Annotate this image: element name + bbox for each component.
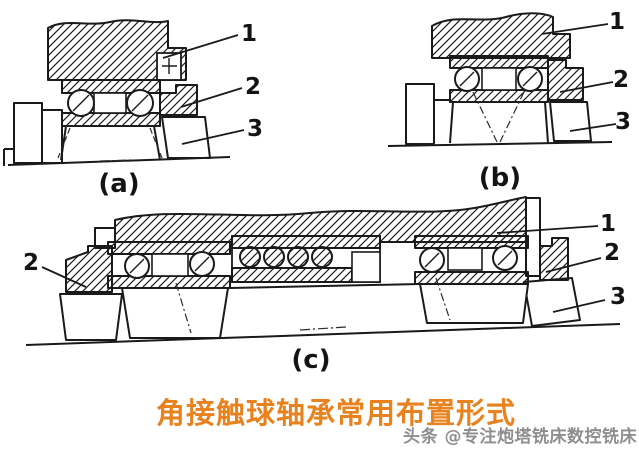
fig-c-centerlines	[175, 277, 451, 334]
fig-c-spring-4	[311, 246, 333, 268]
fig-b-label: (b)	[479, 163, 521, 193]
fig-c-callout-3: 3	[610, 284, 626, 310]
fig-c-right-bearing-pair	[414, 235, 529, 285]
figure-a-drawing: 1 2 3 (a)	[3, 19, 263, 199]
fig-b-centerlines	[472, 91, 525, 143]
fig-b-left-support	[405, 83, 435, 145]
fig-c-label: (c)	[291, 345, 330, 375]
figure-b-drawing: 1 2 3 (b)	[387, 9, 631, 193]
watermark-text: 头条 @专注炮塔铣床数控铣床	[403, 427, 637, 447]
fig-a-left-support	[13, 102, 63, 164]
fig-b-shaft	[387, 99, 613, 147]
fig-c-callout-1: 1	[600, 211, 616, 237]
fig-a-callout-3: 3	[247, 116, 263, 142]
fig-a-locknut	[159, 84, 198, 116]
fig-c-left-locknut	[59, 245, 123, 341]
figure-c-drawing: 2 1 2 3 (c)	[23, 196, 626, 375]
fig-a-label: (a)	[98, 169, 139, 199]
fig-c-spring-2	[263, 246, 285, 268]
fig-a-housing	[47, 19, 187, 81]
fig-a-callout-2: 2	[245, 74, 261, 100]
fig-c-right-spacer-ring	[523, 277, 581, 327]
figure-caption: 角接触球轴承常用布置形式	[155, 396, 516, 430]
fig-a-spacer-ring	[161, 116, 211, 159]
fig-a-bearing-pair	[61, 79, 161, 127]
fig-c-spring-1	[239, 246, 261, 268]
fig-c-leaders: 2 1 2 3	[23, 211, 626, 313]
fig-c-shaft	[25, 283, 621, 346]
fig-a-callout-1: 1	[241, 21, 257, 47]
fig-c-right-locknut	[539, 237, 569, 281]
fig-b-callout-1: 1	[609, 9, 625, 35]
fig-b-callout-2: 2	[613, 67, 629, 93]
fig-b-callout-3: 3	[615, 109, 631, 135]
fig-b-leaders: 1 2 3	[541, 9, 631, 135]
fig-b-spacer-ring	[549, 101, 592, 142]
fig-b-housing	[431, 12, 571, 59]
fig-c-spring-3	[287, 246, 309, 268]
fig-b-bearing-pair	[449, 55, 549, 103]
fig-c-callout-2-left: 2	[23, 250, 39, 276]
fig-b-locknut	[547, 59, 584, 101]
fig-a-pin-cross-icon	[162, 58, 177, 74]
fig-c-left-block	[59, 293, 123, 341]
fig-a-leaders: 1 2 3	[162, 21, 263, 145]
fig-c-left-bearing-pair	[107, 241, 231, 289]
fig-c-spring-spacer	[231, 235, 381, 283]
fig-c-callout-2: 2	[604, 240, 620, 266]
fig-a-centerlines	[57, 127, 163, 162]
